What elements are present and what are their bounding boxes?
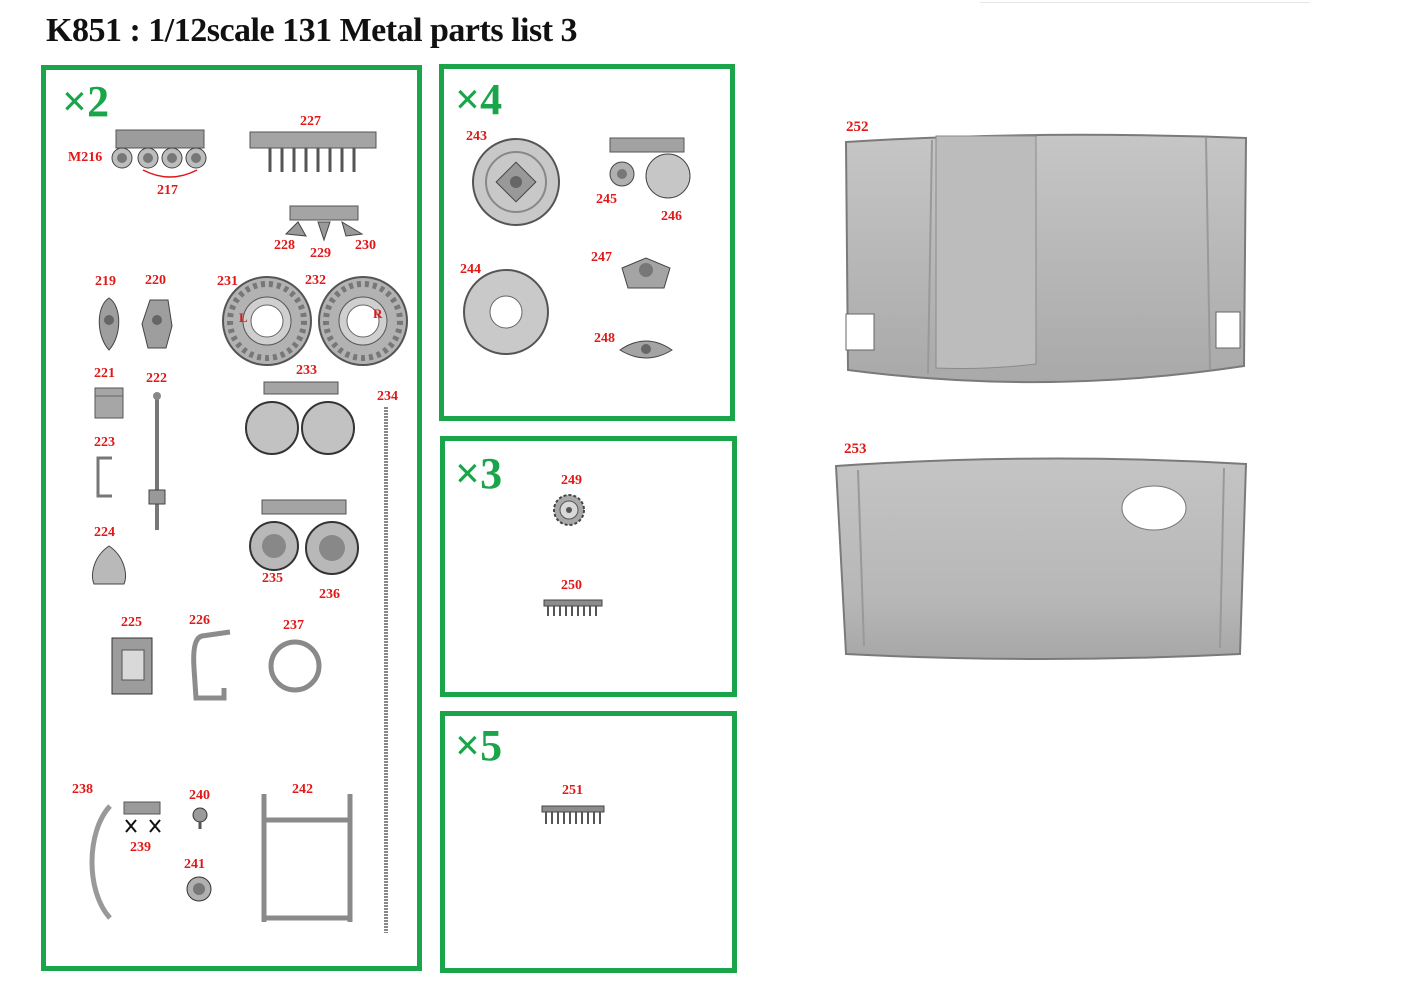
panel-252-hood-icon <box>844 133 1248 384</box>
part-223-clip-icon <box>96 456 112 498</box>
part-232-tyre-right-icon <box>318 276 408 366</box>
part-227-comb-icon <box>249 131 377 172</box>
part-224-cone-icon <box>92 545 126 585</box>
label-224: 224 <box>94 525 115 540</box>
label-217: 217 <box>157 183 178 198</box>
part-237-ring-icon <box>268 639 322 693</box>
label-227: 227 <box>300 114 321 129</box>
part-231-tyre-left-icon <box>222 276 312 366</box>
label-246: 246 <box>661 209 682 224</box>
label-tyre-l: L <box>239 310 248 325</box>
part-222-shaft-icon <box>148 392 166 530</box>
label-223: 223 <box>94 435 115 450</box>
part-220-icon <box>141 299 173 349</box>
label-252: 252 <box>846 119 869 135</box>
label-220: 220 <box>145 273 166 288</box>
part-225-frame-icon <box>111 637 153 695</box>
label-237: 237 <box>283 618 304 633</box>
part-228-230-sprue-icon <box>284 205 364 242</box>
label-245: 245 <box>596 192 617 207</box>
label-229: 229 <box>310 246 331 261</box>
label-231: 231 <box>217 274 238 289</box>
part-235-236-cups-icon <box>249 499 359 575</box>
label-240: 240 <box>189 788 210 803</box>
label-253: 253 <box>844 441 867 457</box>
page-title: K851 : 1/12scale 131 Metal parts list 3 <box>46 12 578 49</box>
label-226: 226 <box>189 613 210 628</box>
part-248-caliper-icon <box>619 340 673 359</box>
label-248: 248 <box>594 331 615 346</box>
label-230: 230 <box>355 238 376 253</box>
label-m216: M216 <box>68 150 103 165</box>
label-222: 222 <box>146 371 167 386</box>
label-225: 225 <box>121 615 142 630</box>
panel-253-lid-icon <box>834 457 1248 660</box>
part-250-comb-icon <box>543 599 603 616</box>
part-244-disc-icon <box>463 269 549 355</box>
group-x3-box <box>440 436 737 697</box>
label-242: 242 <box>292 782 313 797</box>
group-x4-multiplier: ×4 <box>455 75 503 124</box>
part-242-frame-icon <box>261 794 353 922</box>
part-234-cable-icon <box>384 407 388 933</box>
part-241-cap-icon <box>186 876 212 902</box>
label-238: 238 <box>72 782 93 797</box>
label-251: 251 <box>562 783 583 798</box>
part-245-246-sprue-icon <box>609 137 691 199</box>
label-243: 243 <box>466 129 487 144</box>
label-249: 249 <box>561 473 582 488</box>
part-219-icon <box>98 297 120 351</box>
label-241: 241 <box>184 857 205 872</box>
group-x5-multiplier: ×5 <box>455 721 503 770</box>
part-239-sprue-icon <box>123 801 161 833</box>
part-251-comb-icon <box>541 805 605 824</box>
group-x2-multiplier: ×2 <box>62 77 110 126</box>
part-249-gear-icon <box>553 494 585 526</box>
label-233: 233 <box>296 363 317 378</box>
group-x4-box <box>439 64 735 421</box>
label-tyre-r: R <box>373 306 383 321</box>
part-247-caliper-icon <box>621 257 671 289</box>
label-234: 234 <box>377 389 398 404</box>
label-250: 250 <box>561 578 582 593</box>
part-240-knob-icon <box>192 807 208 829</box>
label-235: 235 <box>262 571 283 586</box>
part-221-block-icon <box>94 387 124 419</box>
group-x2-box <box>41 65 422 971</box>
part-238-grille-icon <box>89 804 112 920</box>
part-217-bracket-icon <box>142 169 198 178</box>
label-247: 247 <box>591 250 612 265</box>
part-243-wheel-icon <box>472 138 560 226</box>
label-219: 219 <box>95 274 116 289</box>
top-divider <box>980 2 1310 3</box>
part-226-handle-icon <box>191 629 231 701</box>
part-m216-sprue-icon <box>111 129 207 169</box>
label-244: 244 <box>460 262 481 277</box>
label-232: 232 <box>305 273 326 288</box>
group-x5-box <box>440 711 737 973</box>
group-x3-multiplier: ×3 <box>455 449 503 498</box>
label-228: 228 <box>274 238 295 253</box>
label-221: 221 <box>94 366 115 381</box>
label-236: 236 <box>319 587 340 602</box>
label-239: 239 <box>130 840 151 855</box>
part-233-mirrors-icon <box>245 381 355 455</box>
